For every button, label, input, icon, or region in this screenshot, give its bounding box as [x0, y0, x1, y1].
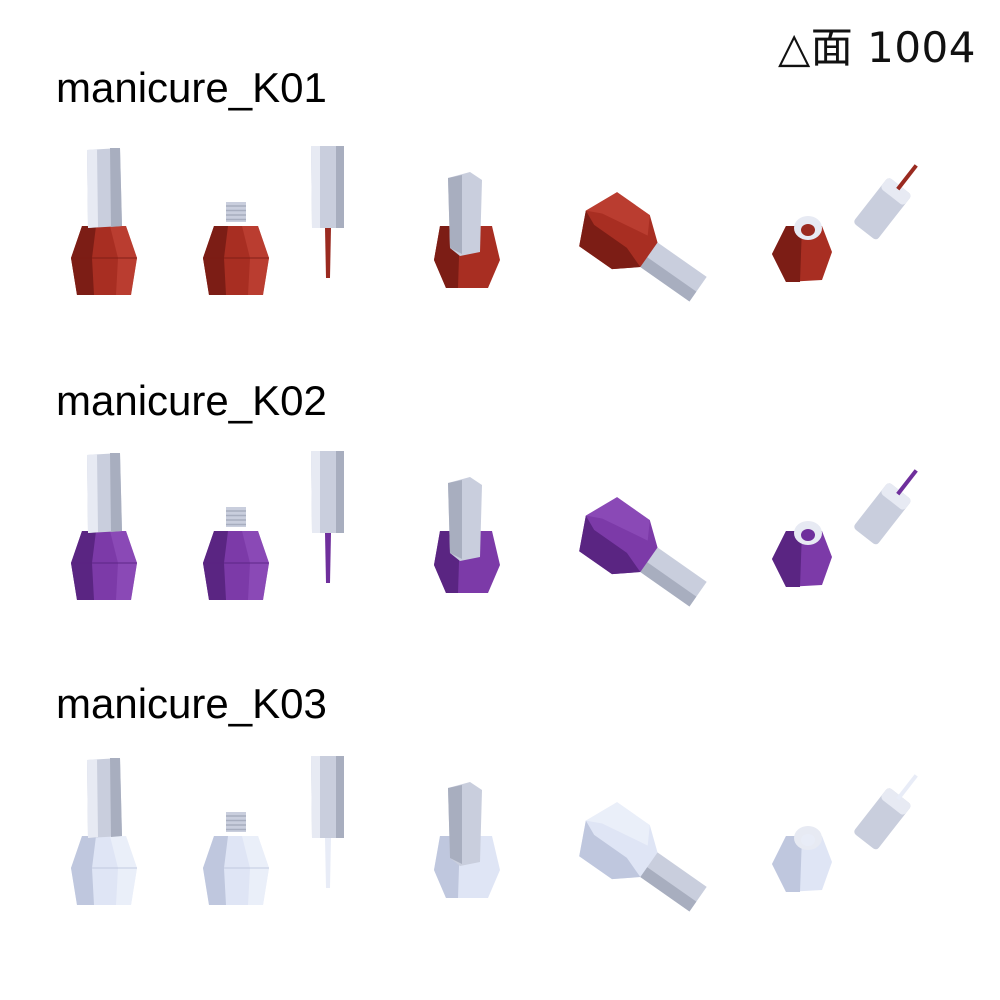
- cap-with-brush: [311, 756, 344, 888]
- bottle-set: [71, 451, 918, 607]
- cap-lying: [854, 164, 918, 240]
- cap-lying: [854, 469, 918, 545]
- closed-bottle-angled: [434, 477, 500, 593]
- variant-title-k01: manicure_K01: [56, 64, 327, 111]
- variant-row-k01: [71, 146, 918, 302]
- closed-bottle-front: [71, 453, 137, 600]
- variant-row-k03: [71, 756, 918, 912]
- closed-bottle-angled: [434, 782, 500, 898]
- polygon-count-label: △面 1004: [777, 23, 976, 72]
- cap-with-brush: [311, 146, 344, 278]
- bottle-set: [71, 756, 918, 912]
- closed-bottle-angled: [434, 172, 500, 288]
- bottle-lying: [579, 497, 707, 607]
- cap-with-brush: [311, 451, 344, 583]
- open-bottle-top-view: [772, 216, 832, 282]
- open-bottle-front: [203, 507, 269, 600]
- bottle-lying: [579, 192, 707, 302]
- open-bottle-top-view: [772, 521, 832, 587]
- closed-bottle-front: [71, 148, 137, 295]
- cap-lying: [854, 774, 918, 850]
- open-bottle-front: [203, 812, 269, 905]
- closed-bottle-front: [71, 758, 137, 905]
- variant-row-k02: [71, 451, 918, 607]
- open-bottle-top-view: [772, 826, 832, 892]
- variant-title-k03: manicure_K03: [56, 680, 327, 727]
- bottle-set: [71, 146, 918, 302]
- bottle-lying: [579, 802, 707, 912]
- variant-title-k02: manicure_K02: [56, 377, 327, 424]
- open-bottle-front: [203, 202, 269, 295]
